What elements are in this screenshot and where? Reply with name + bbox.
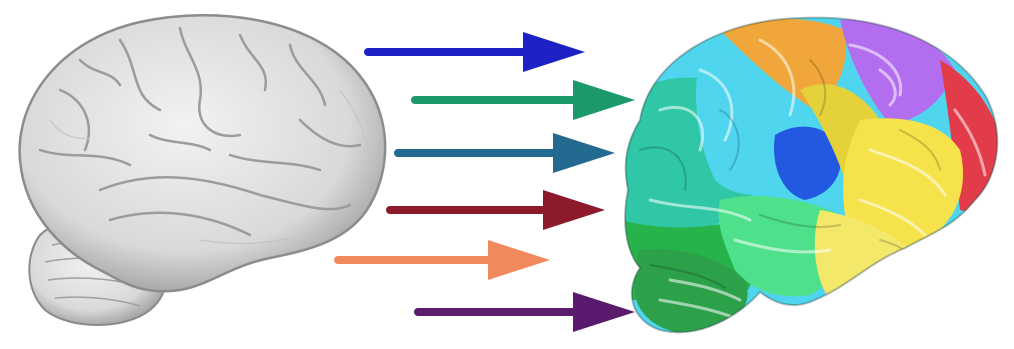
arrow-group (338, 32, 635, 332)
arrow-purple (418, 292, 635, 332)
arrow-blue (368, 32, 585, 72)
arrow-head (543, 190, 605, 230)
arrow-head (523, 32, 585, 72)
segmented-color-brain-map (620, 10, 1010, 340)
left-cerebrum (20, 15, 386, 291)
gray-brain-illustration (20, 15, 386, 325)
arrow-dark-red (390, 190, 605, 230)
arrow-teal-blue (398, 133, 615, 173)
arrow-salmon (338, 240, 550, 280)
arrow-green (415, 80, 635, 120)
arrow-head (573, 80, 635, 120)
arrow-head (553, 133, 615, 173)
arrow-head (488, 240, 550, 280)
arrow-head (573, 292, 635, 332)
